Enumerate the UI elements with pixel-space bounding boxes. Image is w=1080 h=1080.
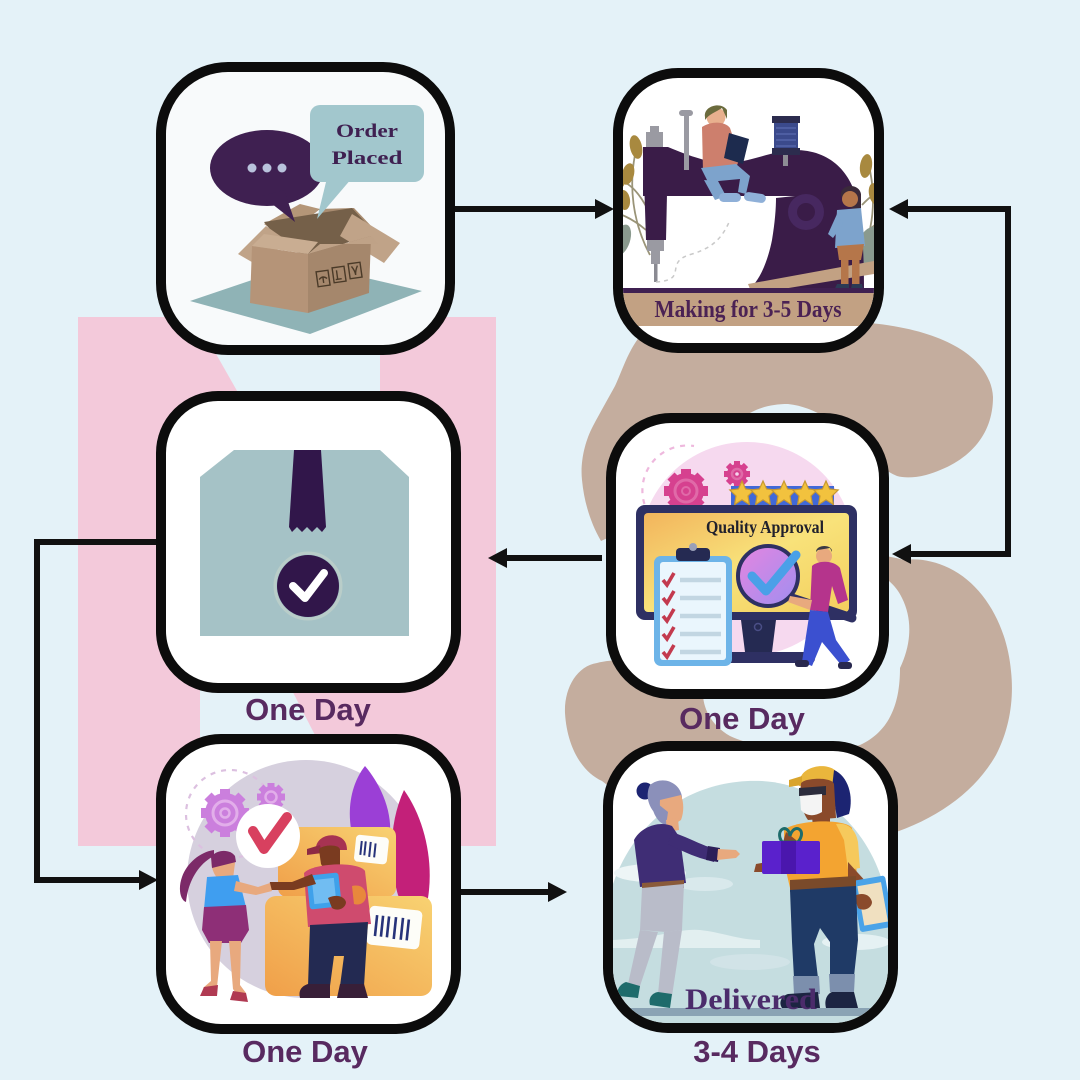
svg-text:One Day: One Day	[245, 692, 372, 727]
svg-text:Order: Order	[336, 121, 399, 142]
svg-text:Quality Approval: Quality Approval	[706, 517, 824, 537]
svg-text:Placed: Placed	[332, 148, 404, 169]
svg-text:Delivered: Delivered	[685, 983, 817, 1016]
svg-text:3-4 Days: 3-4 Days	[693, 1034, 821, 1069]
svg-text:One Day: One Day	[679, 701, 806, 736]
svg-text:Making for 3-5 Days: Making for 3-5 Days	[655, 297, 842, 323]
svg-text:One Day: One Day	[242, 1034, 369, 1069]
